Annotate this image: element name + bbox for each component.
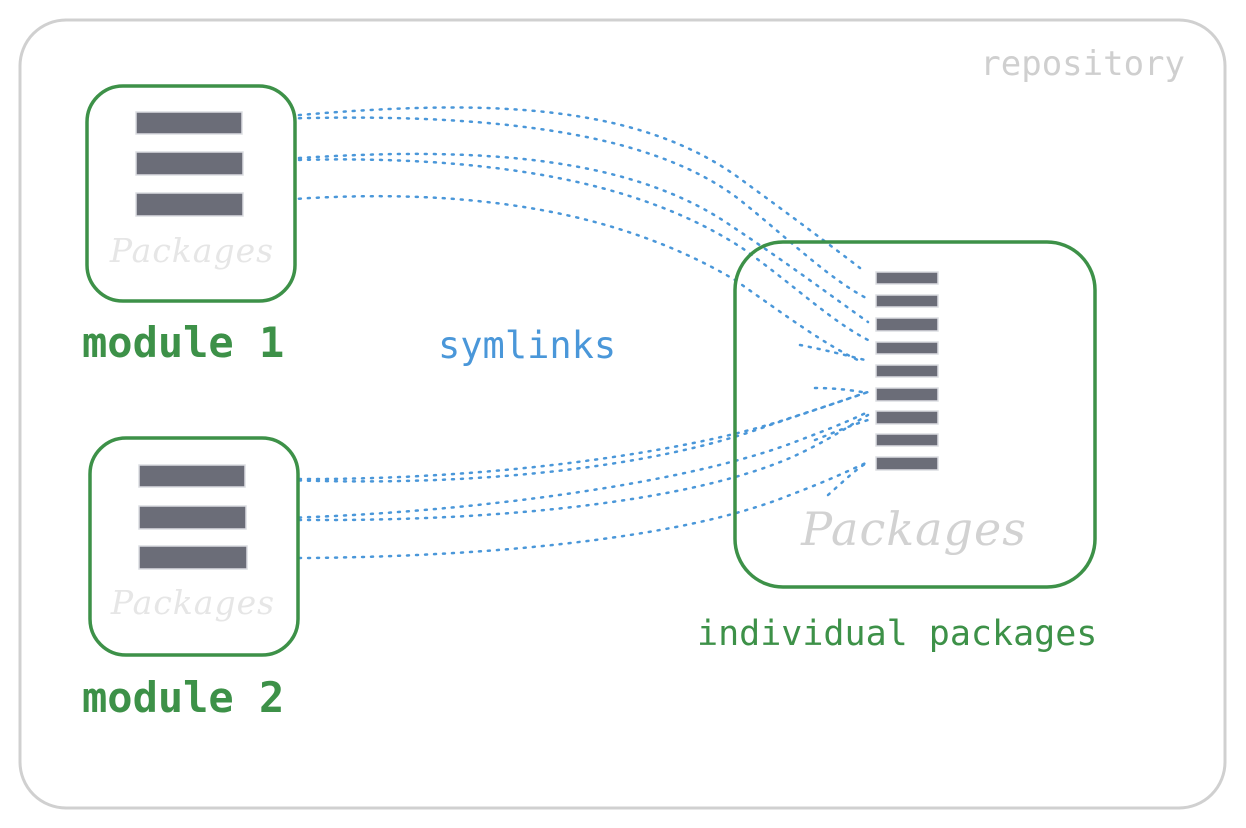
module-1-label: module 1 (82, 318, 284, 367)
package-bar (875, 294, 939, 308)
symlink-line (243, 460, 870, 560)
package-bar (138, 545, 248, 570)
package-bar (135, 151, 244, 176)
module-1: Packages module 1 (82, 84, 297, 367)
individual-packages-folder (733, 240, 1097, 589)
symlink-line (243, 194, 864, 364)
module-2-label: module 2 (82, 673, 284, 722)
individual-packages: Packages individual packages (697, 240, 1097, 654)
symlink-line (826, 460, 870, 497)
symlink-line (243, 152, 870, 324)
package-bar (875, 456, 939, 471)
package-bar (875, 364, 939, 378)
module-1-folder-label: Packages (109, 231, 274, 270)
package-bar (875, 410, 939, 425)
individual-packages-label: individual packages (697, 614, 1097, 654)
symlink-line (813, 386, 870, 395)
symlink-connectors (243, 106, 872, 560)
package-bar (875, 271, 939, 285)
package-bar (875, 317, 939, 332)
package-bar (875, 387, 939, 402)
symlinks-label: symlinks (438, 324, 616, 367)
symlink-line (813, 418, 870, 442)
package-bar (138, 464, 246, 488)
package-bar (135, 111, 243, 135)
symlink-line (798, 343, 867, 362)
symlink-line (243, 116, 872, 302)
package-bar (135, 192, 244, 217)
symlink-line (243, 390, 870, 483)
module-2: Packages module 2 (82, 436, 300, 722)
repository-container (18, 18, 1227, 810)
symlink-line (243, 410, 870, 521)
repository-label: repository (980, 44, 1185, 84)
package-bar (875, 341, 939, 355)
package-bar (875, 433, 939, 447)
symlink-line (243, 413, 870, 522)
module-2-folder-label: Packages (110, 583, 275, 622)
package-bar (138, 505, 247, 530)
individual-folder-label: Packages (800, 502, 1027, 556)
symlink-line (243, 106, 862, 270)
